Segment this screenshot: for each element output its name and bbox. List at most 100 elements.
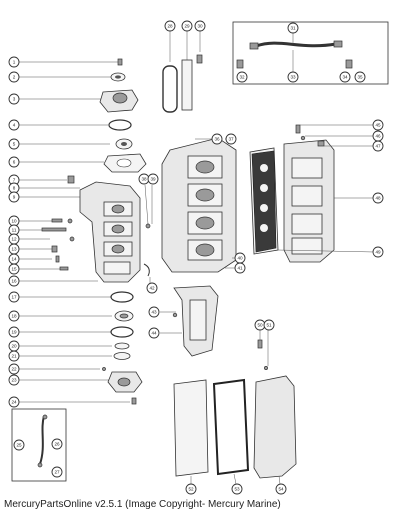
callout-c30[interactable]: 30 [194, 20, 206, 32]
callout-c49[interactable]: 49 [372, 246, 384, 258]
callout-c11[interactable]: 11 [8, 224, 20, 236]
callout-c34[interactable]: 34 [339, 71, 351, 83]
svg-text:47: 47 [375, 144, 381, 149]
callout-c18[interactable]: 18 [8, 310, 20, 322]
svg-text:3: 3 [13, 97, 16, 102]
top-parts [162, 31, 203, 113]
callout-c35[interactable]: 35 [354, 71, 366, 83]
svg-text:29: 29 [184, 24, 190, 29]
svg-text:45: 45 [375, 123, 381, 128]
callout-c43[interactable]: 43 [148, 306, 160, 318]
svg-text:2: 2 [13, 75, 16, 80]
callout-c20[interactable]: 20 [8, 340, 20, 352]
svg-text:14: 14 [11, 257, 17, 262]
callout-c23[interactable]: 23 [8, 374, 20, 386]
callout-c52[interactable]: 52 [185, 483, 197, 495]
svg-text:10: 10 [11, 219, 17, 224]
svg-text:11: 11 [12, 228, 17, 233]
callout-c31[interactable]: 31 [287, 22, 299, 34]
svg-text:43: 43 [151, 310, 157, 315]
hose-kit [232, 21, 389, 85]
cover-gasket [212, 378, 250, 476]
callout-c5[interactable]: 5 [8, 138, 20, 150]
svg-text:17: 17 [11, 295, 17, 300]
callout-c28[interactable]: 28 [164, 20, 176, 32]
callout-c27[interactable]: 27 [51, 466, 63, 478]
callout-c48[interactable]: 48 [372, 192, 384, 204]
svg-text:19: 19 [11, 330, 17, 335]
svg-text:53: 53 [234, 487, 240, 492]
svg-text:22: 22 [11, 367, 17, 372]
callout-c16[interactable]: 16 [8, 275, 20, 287]
svg-text:44: 44 [151, 331, 157, 336]
callout-c24[interactable]: 24 [8, 396, 20, 408]
callout-c3[interactable]: 3 [8, 93, 20, 105]
callout-c53[interactable]: 53 [231, 483, 243, 495]
svg-text:30: 30 [197, 24, 203, 29]
svg-text:37: 37 [228, 137, 234, 142]
svg-text:49: 49 [375, 250, 381, 255]
callout-c1[interactable]: 1 [8, 56, 20, 68]
svg-text:4: 4 [13, 123, 16, 128]
callout-c2[interactable]: 2 [8, 71, 20, 83]
callout-c36[interactable]: 36 [211, 133, 223, 145]
callout-c32[interactable]: 32 [236, 71, 248, 83]
callout-c26[interactable]: 26 [51, 438, 63, 450]
callout-c9[interactable]: 9 [8, 191, 20, 203]
cylinder-block-center [143, 137, 237, 286]
callout-c19[interactable]: 19 [8, 326, 20, 338]
left-callout-leads [19, 61, 130, 403]
callout-c29[interactable]: 29 [181, 20, 193, 32]
callout-c50[interactable]: 50 [254, 319, 266, 331]
reed-strip [181, 59, 193, 111]
callout-c21[interactable]: 21 [8, 350, 20, 362]
cover-plate-left [173, 379, 209, 477]
svg-text:6: 6 [13, 160, 16, 165]
svg-text:12: 12 [11, 237, 17, 242]
svg-text:13: 13 [11, 247, 17, 252]
lower-covers [173, 330, 297, 485]
svg-text:1: 1 [13, 60, 16, 65]
svg-text:8: 8 [13, 186, 16, 191]
svg-text:52: 52 [188, 487, 194, 492]
svg-text:51: 51 [266, 323, 272, 328]
bolt [117, 58, 123, 66]
callout-c6[interactable]: 6 [8, 156, 20, 168]
callout-c39[interactable]: 39 [147, 173, 159, 185]
callout-c15[interactable]: 15 [8, 263, 20, 275]
svg-text:39: 39 [150, 177, 156, 182]
left-parts [11, 58, 147, 482]
callout-c37[interactable]: 37 [225, 133, 237, 145]
callout-c51[interactable]: 51 [263, 319, 275, 331]
svg-text:25: 25 [16, 443, 22, 448]
callout-c42[interactable]: 42 [146, 282, 158, 294]
callout-c40[interactable]: 40 [234, 252, 246, 264]
callout-c10[interactable]: 10 [8, 215, 20, 227]
callout-c14[interactable]: 14 [8, 253, 20, 265]
callout-c33[interactable]: 33 [287, 71, 299, 83]
callout-c13[interactable]: 13 [8, 243, 20, 255]
callout-c17[interactable]: 17 [8, 291, 20, 303]
callout-c22[interactable]: 22 [8, 363, 20, 375]
callout-c47[interactable]: 47 [372, 140, 384, 152]
callout-c7[interactable]: 7 [8, 174, 20, 186]
callout-c45[interactable]: 45 [372, 119, 384, 131]
svg-text:20: 20 [11, 344, 17, 349]
callout-c25[interactable]: 25 [13, 439, 25, 451]
callout-c46[interactable]: 46 [372, 130, 384, 142]
svg-text:5: 5 [13, 142, 16, 147]
svg-text:28: 28 [167, 24, 173, 29]
callout-c38[interactable]: 38 [138, 173, 150, 185]
svg-text:7: 7 [13, 178, 16, 183]
callout-c41[interactable]: 41 [234, 262, 246, 274]
callout-c4[interactable]: 4 [8, 119, 20, 131]
callout-c54[interactable]: 54 [275, 483, 287, 495]
callout-c12[interactable]: 12 [8, 233, 20, 245]
callout-c44[interactable]: 44 [148, 327, 160, 339]
svg-text:54: 54 [278, 487, 284, 492]
svg-text:23: 23 [11, 378, 17, 383]
svg-text:26: 26 [54, 442, 60, 447]
callout-c8[interactable]: 8 [8, 182, 20, 194]
cover-plate-right [253, 375, 297, 479]
